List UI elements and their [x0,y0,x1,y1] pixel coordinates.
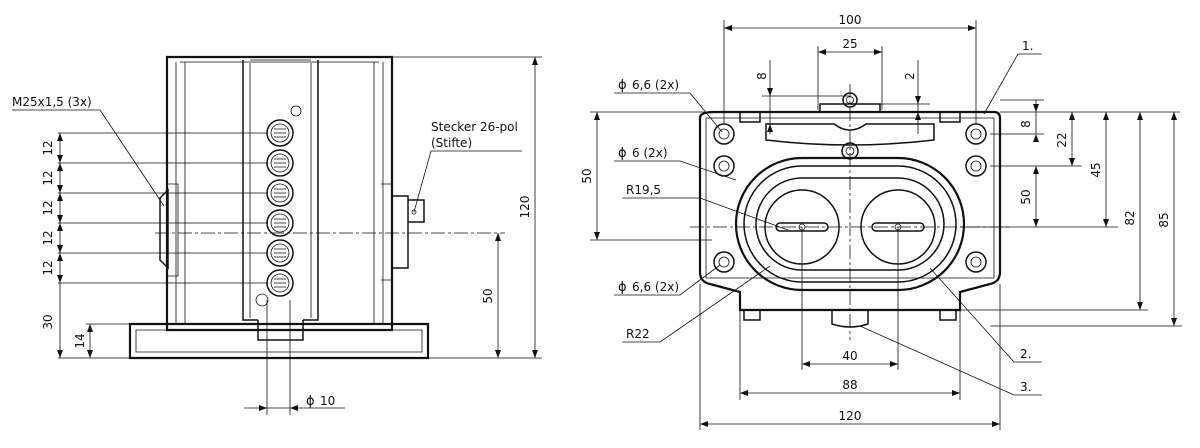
hole-tr-icon [965,123,987,145]
hole-tl-icon [713,123,735,145]
dim-120-line [392,56,542,359]
dim-85: 85 [1157,212,1171,227]
hole-66-bottom: 6,6 (2x) [632,280,679,294]
thread-label: M25x1,5 (3x) [12,95,92,109]
connector-label-2: (Stifte) [431,136,472,150]
housing-outline [165,55,394,332]
dim-2: 2 [903,72,917,80]
dim-88: 88 [842,378,857,392]
dim-8-right: 8 [1019,120,1033,128]
radius-22-leader [622,265,771,343]
dim-30-line [58,283,130,359]
hole-mr-icon [965,155,987,177]
dim-50-left-line [590,111,714,241]
hole-66-top-leader [614,92,723,133]
dim-100: 100 [839,13,862,27]
dim-2-line [880,60,930,134]
top-tabs [739,112,961,123]
dim-12-d: 12 [41,230,55,245]
top-rim [180,59,379,63]
gland-ring [266,179,294,207]
center-panel-inner [249,63,312,318]
screw-bottom-icon [255,293,269,307]
dim-50: 50 [481,288,495,303]
hole-66-top: 6,6 (2x) [632,78,679,92]
right-connector [392,195,409,269]
dim-12-a: 12 [41,140,55,155]
housing-inner-right [373,62,384,324]
connector-leader [413,150,522,213]
gland-ring [266,209,294,237]
dim-50-line [428,233,505,359]
dim-40: 40 [842,349,857,363]
radius-195-leader [622,197,789,231]
hole-ml-icon [713,155,735,177]
callout-3-leader [859,325,1042,396]
dim-45: 45 [1089,162,1103,177]
dim-12-e: 12 [41,260,55,275]
pitch-lines [58,132,268,284]
dim-8-top: 8 [755,72,769,80]
radius-22: R22 [626,327,650,341]
center-panel [242,60,319,321]
dim-8-top-line [762,60,850,134]
hole-6-symbol: ϕ [618,146,627,161]
dim-50-right: 50 [1019,189,1033,204]
left-gland-lip [168,183,179,277]
gland-ring [266,239,294,267]
gland-ring [266,119,294,147]
dim-dia10-symbol: ϕ [306,394,315,409]
right-connector-box [408,199,425,223]
dim-50-left: 50 [580,168,594,183]
callout-2: 2. [1020,347,1031,361]
screw-top-icon [290,105,302,117]
dim-30: 30 [41,314,55,329]
dim-dia10: 10 [320,394,335,408]
radius-195: R19,5 [626,183,661,197]
right-bracket [381,183,393,281]
pitch-arrows [57,133,63,283]
hole-br-icon [965,251,987,273]
flange-inner [705,117,995,279]
hole-6-leader [614,160,737,181]
connector-pin-icon [411,209,417,215]
gland-rings [266,119,294,297]
dim-dia10-ext [266,300,291,415]
corner-holes [713,123,987,273]
gland-ring [266,149,294,177]
dim-12-c: 12 [41,200,55,215]
dim-14-line [86,323,130,358]
hole-66-bottom-leader [614,264,721,296]
front-view: 100 25 8 2 8 22 50 45 82 [580,13,1182,430]
gland-ring [266,269,294,297]
dim-120-front: 120 [839,409,862,423]
dim-25: 25 [842,37,857,51]
base-plate-inner [135,329,423,353]
callout-3: 3. [1020,380,1031,394]
hole-66-bottom-symbol: ϕ [618,280,627,295]
connector-label-1: Stecker 26-pol [431,120,518,134]
callout-1: 1. [1022,39,1033,53]
dim-25-line [817,46,883,110]
dim-14: 14 [73,333,87,348]
bottom-step [257,320,304,341]
dim-100-line [723,20,977,124]
callout-1-leader [983,53,1042,115]
dim-12-b: 12 [41,170,55,185]
dim-bottom-ext [699,227,1001,430]
dim-right-ext [960,99,1182,327]
callout-2-leader [929,267,1042,363]
hole-6: 6 (2x) [632,146,668,160]
thread-leader [12,109,165,207]
dim-82: 82 [1123,210,1137,225]
side-view: 12 12 12 12 12 30 14 50 120 ϕ 10 M25x1,5… [12,55,542,415]
hole-bl-icon [713,251,735,273]
dim-120: 120 [518,196,532,219]
hole-66-top-symbol: ϕ [618,78,627,93]
dim-22: 22 [1055,132,1069,147]
top-notch [765,123,935,146]
